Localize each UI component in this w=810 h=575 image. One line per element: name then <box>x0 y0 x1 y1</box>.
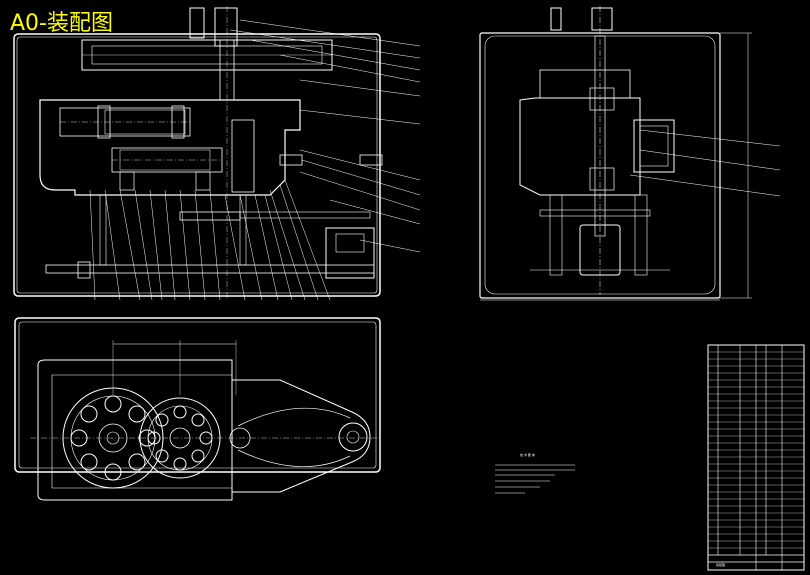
top-view <box>14 317 381 501</box>
front-section-view <box>13 6 421 301</box>
drawing-title: A0-装配图 <box>10 11 113 36</box>
technical-requirements: 技 术 要 求 <box>495 452 575 494</box>
technical-requirements-heading: 技 术 要 求 <box>520 452 535 457</box>
side-view <box>479 6 781 301</box>
title-block-label: 装配图 <box>716 562 725 567</box>
title-block: 装配图 <box>708 554 804 567</box>
